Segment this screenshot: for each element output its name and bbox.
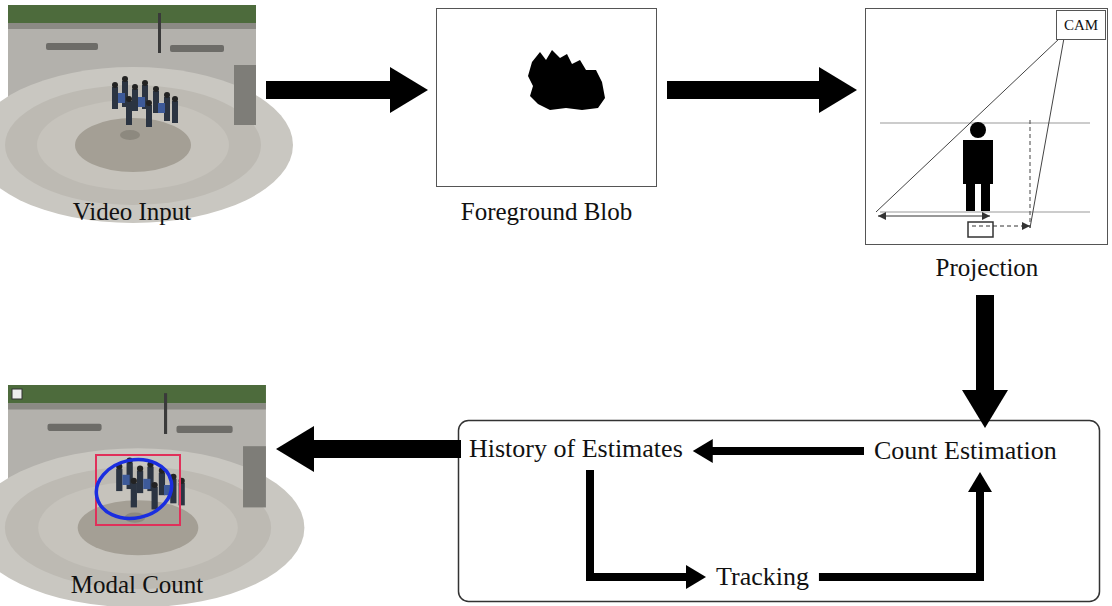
loop-arrow <box>819 472 992 577</box>
camera-label: CAM <box>1064 17 1098 34</box>
flow-arrow <box>266 67 428 113</box>
projection-panel: Projection CAM <box>865 8 1109 283</box>
loop-arrow <box>693 439 864 463</box>
caption: Projection <box>865 254 1109 282</box>
modal-count-panel: Modal Count <box>8 385 266 603</box>
caption: Modal Count <box>8 571 266 599</box>
process-text: Tracking <box>712 560 813 594</box>
process-label: Count Estimation <box>870 434 1061 468</box>
foreground-blob-panel: Foreground Blob <box>436 8 657 230</box>
process-label: History of Estimates <box>465 432 687 466</box>
flow-arrow <box>667 67 857 113</box>
loop-arrow <box>590 470 706 589</box>
process-text: History of Estimates <box>465 432 687 466</box>
caption: Video Input <box>8 198 256 226</box>
flow-arrow <box>276 426 461 472</box>
flow-arrow <box>962 295 1008 428</box>
caption: Foreground Blob <box>436 198 657 226</box>
video-input-panel: Video Input <box>8 5 256 230</box>
process-text: Count Estimation <box>870 434 1061 468</box>
camera-box: CAM <box>1056 10 1106 40</box>
process-label: Tracking <box>712 560 813 594</box>
